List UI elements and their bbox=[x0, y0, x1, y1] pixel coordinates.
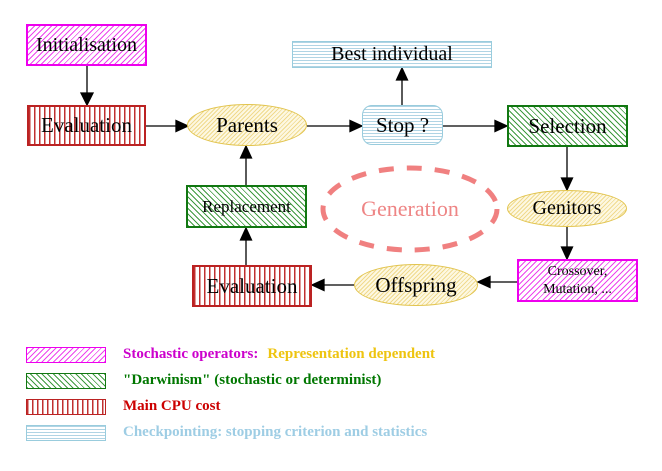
arrow-genitors-to-crossover bbox=[560, 227, 574, 261]
arrow-initialisation-to-evaluation bbox=[79, 66, 95, 107]
legend-swatch-cpu-cost bbox=[26, 398, 106, 415]
node-replacement-label: Replacement bbox=[202, 196, 291, 216]
node-evaluation-bottom: Evaluation bbox=[192, 265, 312, 307]
arrow-stop-to-selection bbox=[443, 119, 509, 133]
node-stop: Stop ? bbox=[362, 105, 443, 145]
node-replacement: Replacement bbox=[186, 185, 307, 228]
crossover-line2: Mutation, ... bbox=[543, 281, 612, 297]
legend-item-checkpointing: Checkpointing: stopping criterion and st… bbox=[26, 424, 427, 441]
node-best-individual: Best individual bbox=[292, 41, 492, 68]
node-genitors-label: Genitors bbox=[532, 197, 602, 219]
crossover-line1: Crossover, bbox=[547, 264, 608, 279]
node-initialisation: Initialisation bbox=[26, 24, 147, 66]
legend-label-stochastic: Stochastic operators: bbox=[123, 346, 259, 362]
legend-item-cpu-cost: Main CPU cost bbox=[26, 398, 221, 415]
node-stop-label: Stop ? bbox=[375, 112, 430, 137]
legend-item-stochastic-operators: Stochastic operators: Representation dep… bbox=[26, 346, 435, 363]
node-evaluation-top-label: Evaluation bbox=[41, 113, 132, 137]
node-crossover-mutation-label: Crossover, Mutation, ... bbox=[543, 263, 612, 298]
node-offspring: Offspring bbox=[354, 264, 478, 306]
legend-label-checkpointing: Checkpointing: stopping criterion and st… bbox=[123, 424, 428, 440]
legend-label-darwinism: "Darwinism" (stochastic or determinist) bbox=[123, 372, 382, 388]
node-selection-label: Selection bbox=[528, 113, 607, 138]
generation-label-text: Generation bbox=[361, 196, 459, 221]
node-parents: Parents bbox=[187, 104, 307, 146]
generation-label: Generation bbox=[340, 196, 480, 222]
node-genitors: Genitors bbox=[507, 190, 627, 227]
generation-loop-ellipse bbox=[320, 165, 500, 253]
arrow-crossover-to-offspring bbox=[476, 275, 517, 289]
arrow-offspring-to-evaluation bbox=[310, 278, 354, 292]
node-parents-label: Parents bbox=[216, 112, 278, 137]
node-crossover-mutation: Crossover, Mutation, ... bbox=[517, 259, 638, 302]
node-best-individual-label: Best individual bbox=[331, 43, 453, 65]
arrow-evaluation-to-parents bbox=[146, 119, 190, 133]
node-evaluation-top: Evaluation bbox=[27, 105, 146, 146]
node-selection: Selection bbox=[507, 105, 628, 147]
arrow-parents-to-stop bbox=[307, 119, 364, 133]
node-initialisation-label: Initialisation bbox=[35, 33, 138, 56]
legend-swatch-checkpointing bbox=[26, 424, 106, 441]
node-offspring-label: Offspring bbox=[375, 272, 457, 297]
arrow-evaluation-to-replacement bbox=[239, 226, 253, 265]
legend-swatch-darwinism bbox=[26, 372, 106, 389]
legend-label-cpu-cost: Main CPU cost bbox=[123, 398, 221, 414]
node-evaluation-bottom-label: Evaluation bbox=[206, 273, 298, 298]
legend-label-representation: Representation dependent bbox=[267, 346, 436, 362]
arrow-stop-to-best-individual bbox=[395, 66, 409, 105]
arrow-selection-to-genitors bbox=[560, 147, 574, 192]
legend-swatch-stochastic bbox=[26, 346, 106, 363]
arrow-replacement-to-parents bbox=[239, 144, 253, 185]
legend-item-darwinism: "Darwinism" (stochastic or determinist) bbox=[26, 372, 381, 389]
